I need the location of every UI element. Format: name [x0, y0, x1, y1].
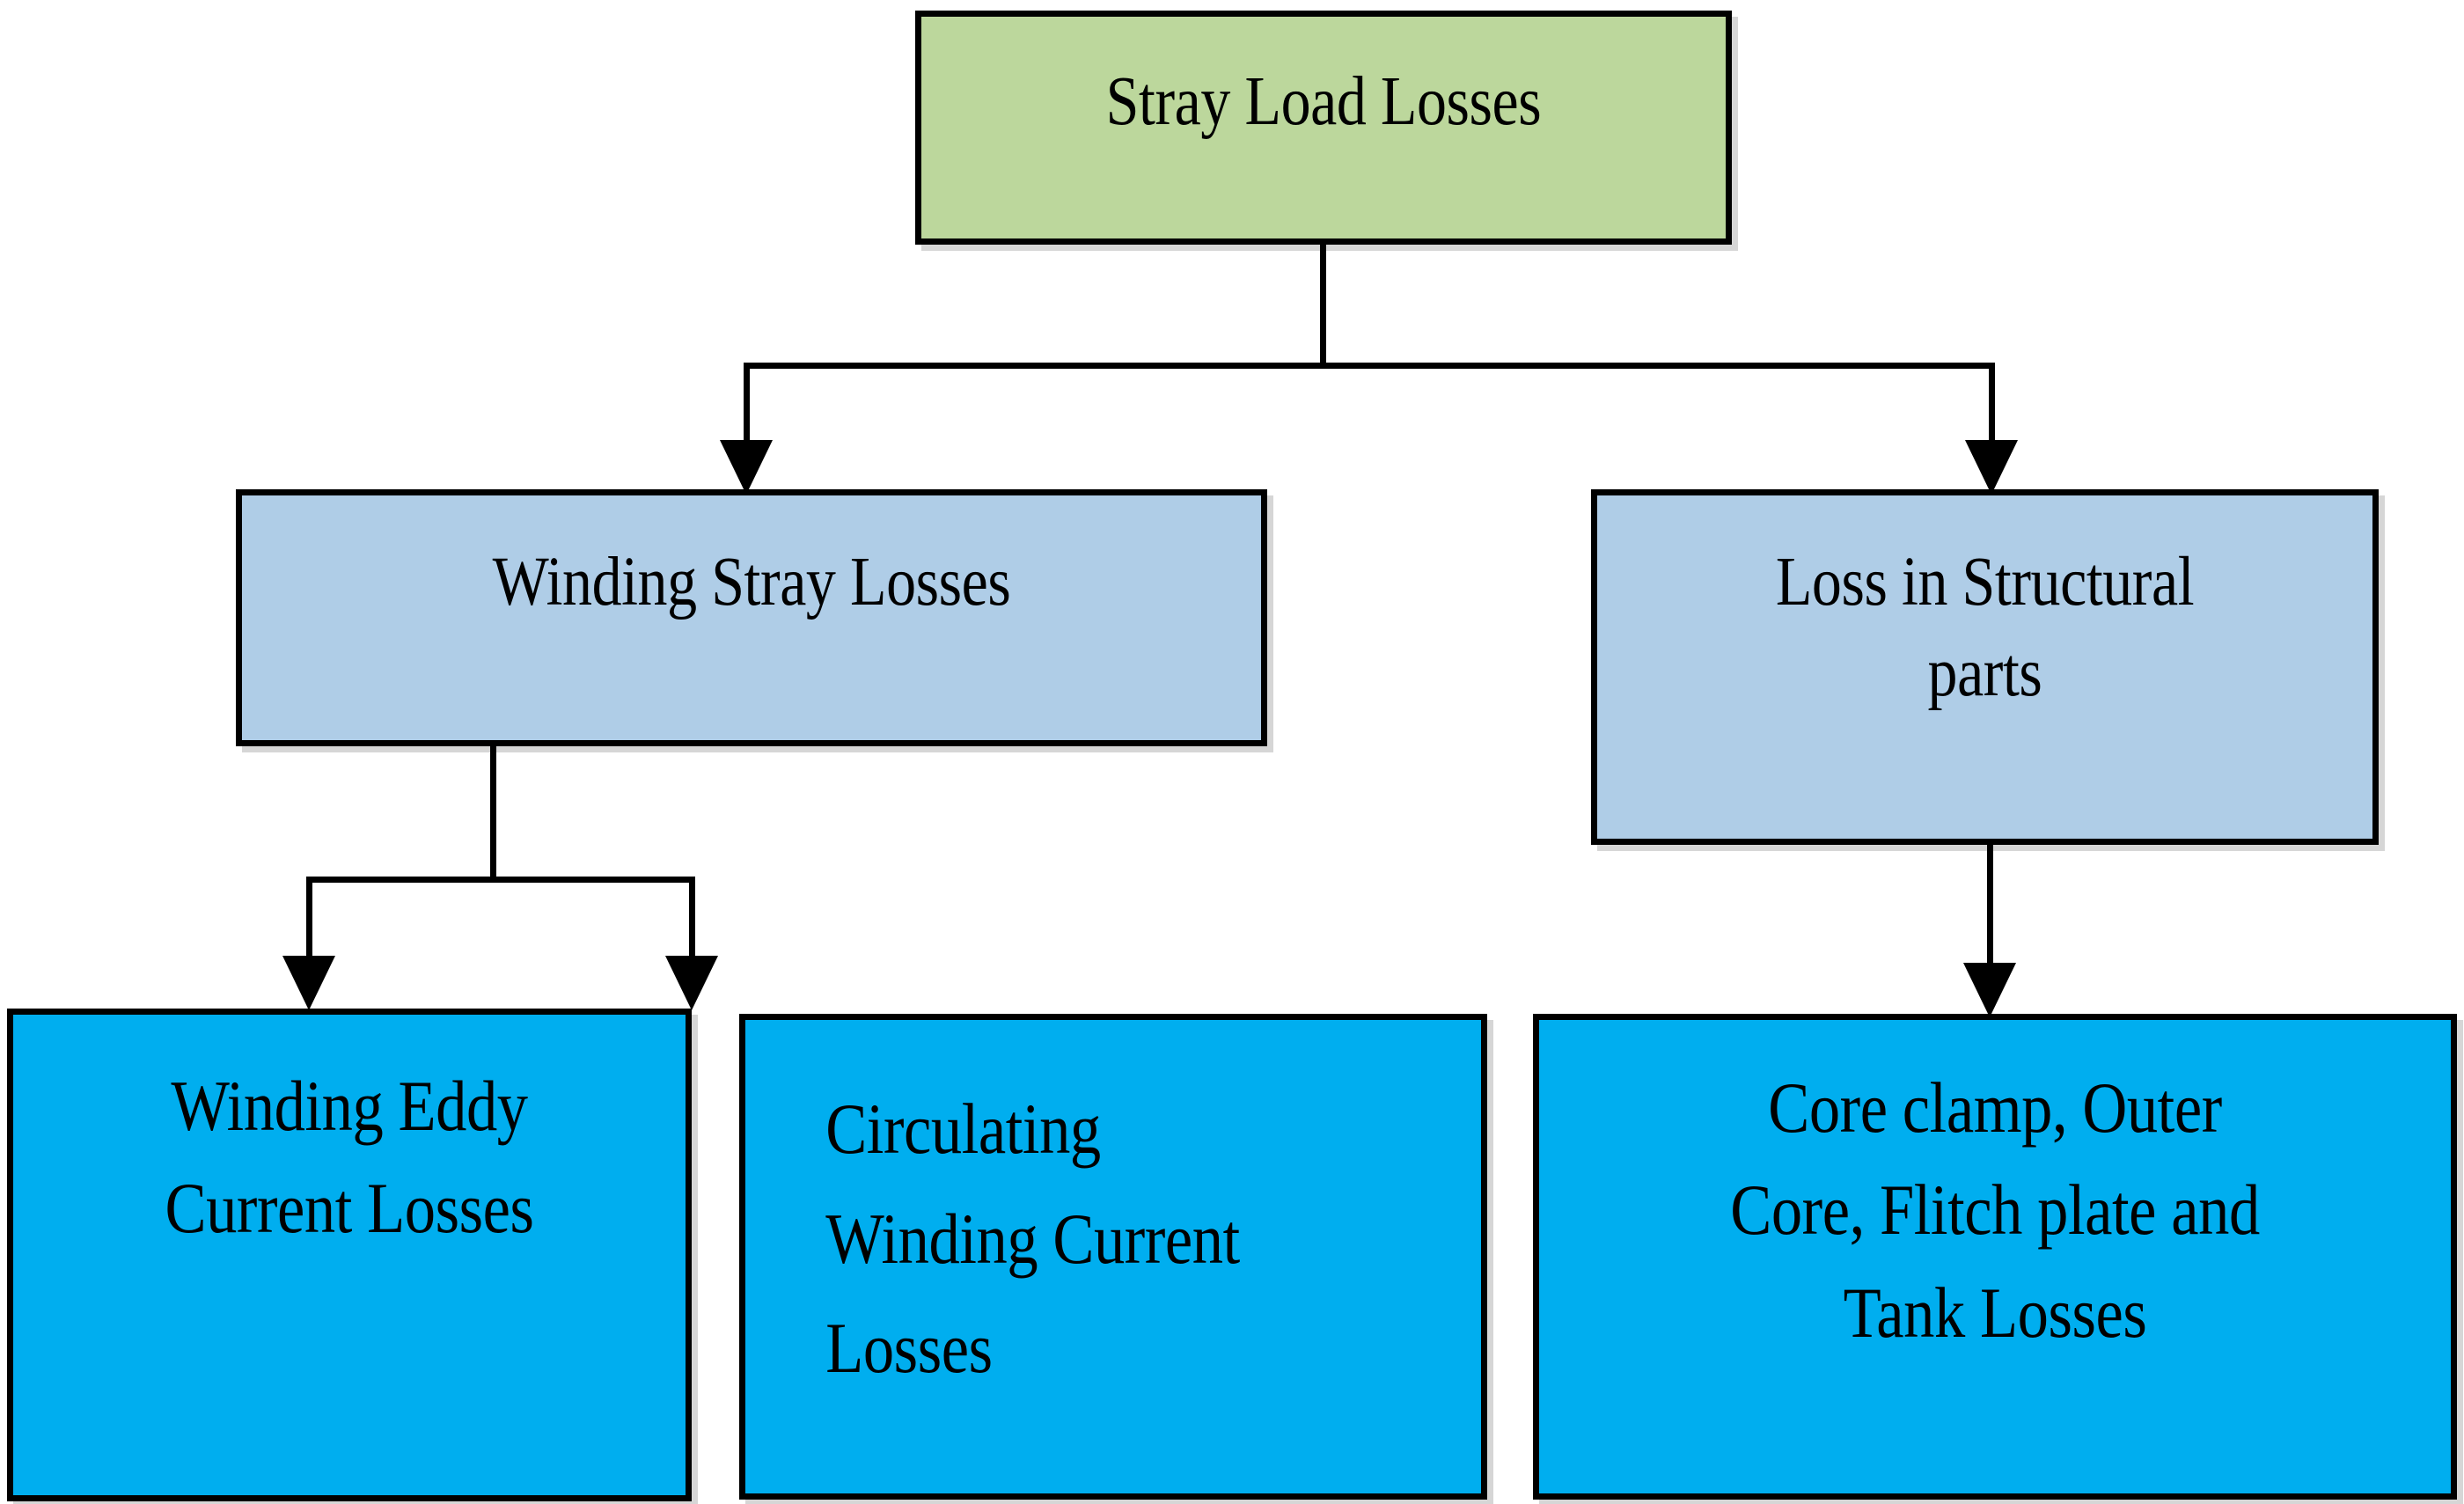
node-stray-load-losses[interactable]: Stray Load Losses	[915, 11, 1732, 245]
connector-winding-stray-to-circulating	[689, 877, 695, 963]
connector-winding-stray-to-eddy	[306, 877, 312, 963]
node-winding-stray-losses[interactable]: Winding Stray Losses	[236, 489, 1267, 746]
node-label-winding-eddy-current-losses: Winding Eddy Current Losses	[165, 1066, 534, 1249]
node-label-stray-load-losses: Stray Load Losses	[1105, 63, 1542, 140]
connector-winding-stray-bar	[306, 877, 695, 883]
node-label-circulating-winding-current-losses: Circulating Winding Current Losses	[825, 1089, 1240, 1389]
arrowhead-root-to-winding-stray	[720, 440, 773, 495]
node-loss-in-structural-parts[interactable]: Loss in Structural parts	[1591, 489, 2379, 845]
connector-root-bar	[744, 363, 1995, 369]
node-label-core-clamp-outer-core-flitch-plate-tank-losses: Core clamp, Outer Core, Flitch plate and…	[1730, 1067, 2260, 1353]
node-circulating-winding-current-losses[interactable]: Circulating Winding Current Losses	[739, 1014, 1487, 1500]
node-core-clamp-outer-core-flitch-plate-tank-losses[interactable]: Core clamp, Outer Core, Flitch plate and…	[1533, 1014, 2457, 1500]
arrowhead-structural-to-core-clamp	[1963, 963, 2016, 1017]
node-label-winding-stray-losses: Winding Stray Losses	[492, 544, 1011, 620]
connector-root-to-winding-stray	[744, 363, 750, 447]
arrowhead-winding-stray-to-eddy	[282, 956, 335, 1010]
node-winding-eddy-current-losses[interactable]: Winding Eddy Current Losses	[7, 1009, 692, 1501]
connector-root-to-structural	[1989, 363, 1995, 447]
connector-structural-to-core-clamp	[1987, 845, 1993, 970]
node-label-loss-in-structural-parts: Loss in Structural parts	[1775, 544, 2195, 711]
arrowhead-winding-stray-to-circulating	[665, 956, 718, 1010]
connector-root-stem	[1320, 245, 1326, 368]
connector-winding-stray-stem	[490, 746, 496, 880]
arrowhead-root-to-structural	[1965, 440, 2018, 495]
